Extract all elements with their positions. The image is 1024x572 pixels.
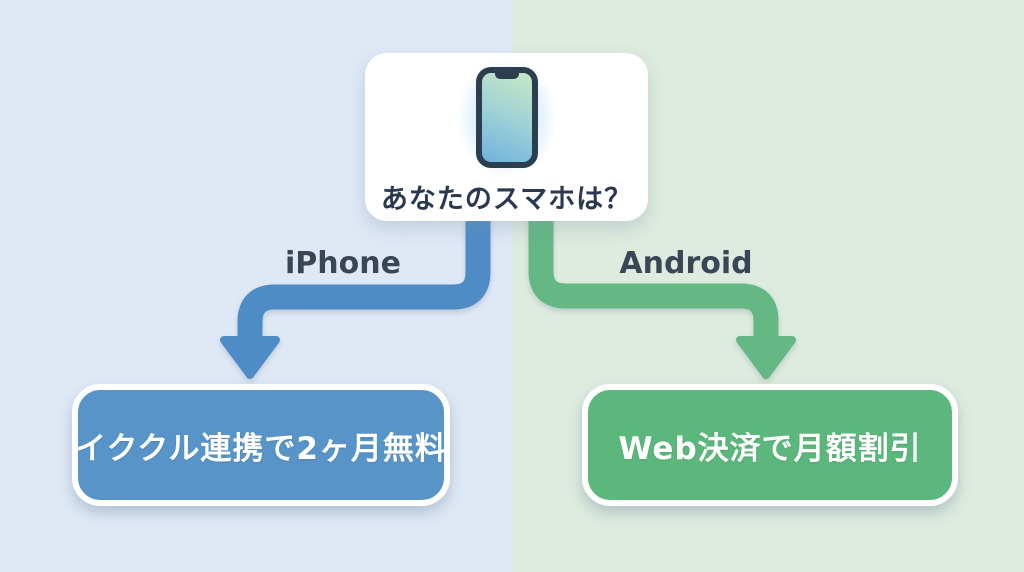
arrow-iphone — [237, 215, 491, 341]
branch-label-android: Android — [619, 246, 753, 281]
branch-label-iphone: iPhone — [285, 246, 401, 281]
phone-frame — [475, 67, 538, 168]
arrow-android — [528, 215, 779, 341]
result-text-android: Web決済で月額割引 — [618, 430, 922, 467]
root-question-card: あなたのスマホは？ — [365, 53, 648, 221]
smartphone-icon — [455, 57, 558, 178]
phone-notch — [494, 72, 519, 79]
arrowhead-iphone — [220, 336, 280, 379]
result-text-iphone: イククル連携で2ヶ月無料 — [75, 430, 447, 467]
arrowhead-android — [736, 336, 796, 379]
root-question-label: あなたのスマホは？ — [380, 184, 633, 215]
result-box-android: Web決済で月額割引 — [582, 384, 958, 506]
result-box-iphone: イククル連携で2ヶ月無料 — [72, 384, 450, 506]
